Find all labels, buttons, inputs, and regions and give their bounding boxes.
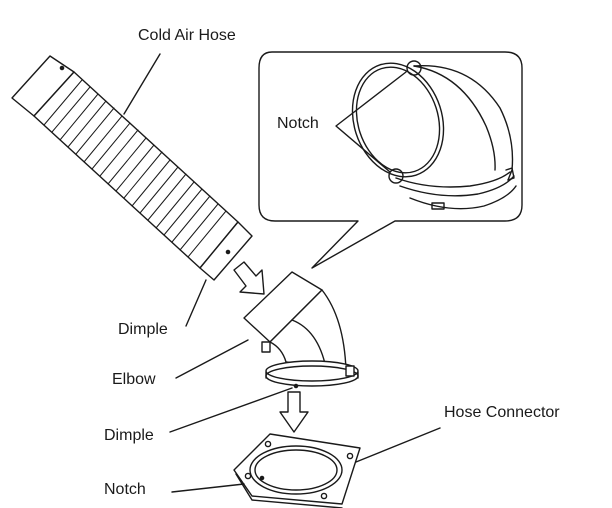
detail-elbow [351, 62, 517, 210]
connector-opening [249, 445, 343, 495]
dimple-leader-1 [185, 279, 207, 327]
label-dimple-hose: Dimple [118, 321, 168, 338]
dimple-leader-2 [169, 387, 293, 433]
notch-leader-bottom [171, 483, 245, 493]
cold-air-hose-leader [123, 53, 161, 115]
label-hose-connector: Hose Connector [444, 404, 560, 421]
label-notch-connector: Notch [104, 481, 146, 498]
notch-marker-top [406, 60, 422, 76]
hose-connector [233, 433, 361, 508]
hose-connector-leader [355, 427, 441, 463]
notch-leader [335, 71, 407, 173]
connector-notch [259, 475, 265, 481]
notch-marker-bottom [388, 168, 404, 184]
label-cold-air-hose: Cold Air Hose [138, 27, 236, 44]
arrow-down-right [233, 261, 265, 295]
arrow-down [279, 391, 309, 433]
hose-dimple [225, 249, 231, 255]
hose-body [33, 71, 239, 269]
elbow-dimple [293, 383, 299, 389]
cold-air-hose [11, 55, 253, 281]
detail-callout [258, 51, 523, 269]
elbow [243, 271, 359, 389]
label-elbow: Elbow [112, 371, 156, 388]
label-dimple-elbow: Dimple [104, 427, 154, 444]
elbow-leader [175, 339, 249, 379]
label-notch-detail: Notch [277, 115, 319, 132]
elbow-base-ring [265, 360, 359, 382]
